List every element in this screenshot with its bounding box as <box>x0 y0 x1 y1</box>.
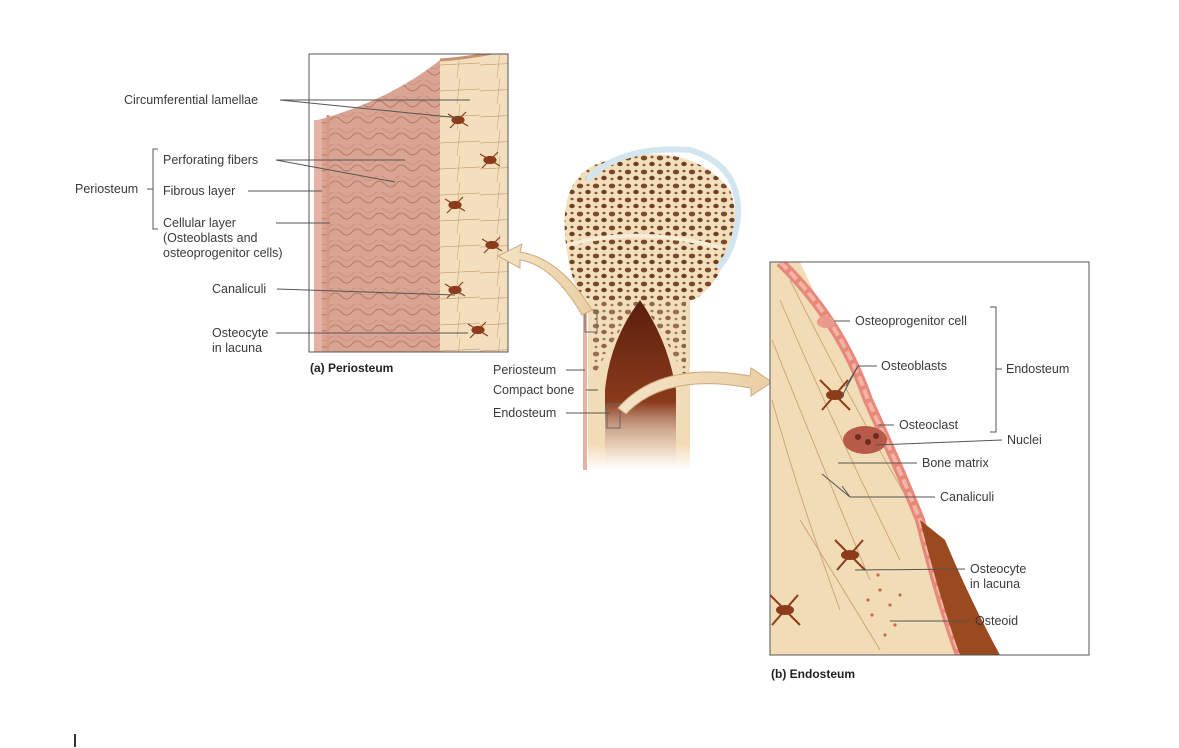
label-osteoprogenitor-cell: Osteoprogenitor cell <box>855 314 967 328</box>
label-perforating-fibers: Perforating fibers <box>163 153 259 167</box>
label-canaliculi-b: Canaliculi <box>940 490 995 504</box>
label-circumferential-lamellae: Circumferential lamellae <box>124 93 259 107</box>
caption-endosteum: (b) Endosteum <box>771 667 855 681</box>
label-in-lacuna-a: in lacuna <box>212 341 263 355</box>
label-bone-matrix: Bone matrix <box>922 456 989 470</box>
label-periosteum-group: Periosteum <box>75 182 139 196</box>
label-osteocyte-a: Osteocyte <box>212 326 269 340</box>
label-compact-bone: Compact bone <box>493 383 575 397</box>
label-fibrous-layer: Fibrous layer <box>163 184 236 198</box>
label-osteoid: Osteoid <box>975 614 1019 628</box>
label-cellular-layer: Cellular layer <box>163 216 236 230</box>
label-endosteum-group: Endosteum <box>1006 362 1070 376</box>
leader-lines <box>147 99 1003 622</box>
long-bone-illustration <box>564 146 742 470</box>
label-cellular-layer-detail-1: (Osteoblasts and <box>163 231 258 245</box>
endosteum-panel <box>770 262 1089 655</box>
periosteum-panel <box>309 54 508 352</box>
label-in-lacuna-b: in lacuna <box>970 577 1021 591</box>
label-nuclei: Nuclei <box>1007 433 1042 447</box>
label-endosteum-center: Endosteum <box>493 406 557 420</box>
label-canaliculi-a: Canaliculi <box>212 282 267 296</box>
label-periosteum-center: Periosteum <box>493 363 557 377</box>
label-osteocyte-b: Osteocyte <box>970 562 1027 576</box>
text-cursor <box>74 734 76 747</box>
arrow-to-periosteum <box>496 243 593 316</box>
label-osteoclast: Osteoclast <box>899 418 959 432</box>
label-osteoblasts: Osteoblasts <box>881 359 948 373</box>
caption-periosteum: (a) Periosteum <box>310 361 394 375</box>
label-cellular-layer-detail-2: osteoprogenitor cells) <box>163 246 283 260</box>
